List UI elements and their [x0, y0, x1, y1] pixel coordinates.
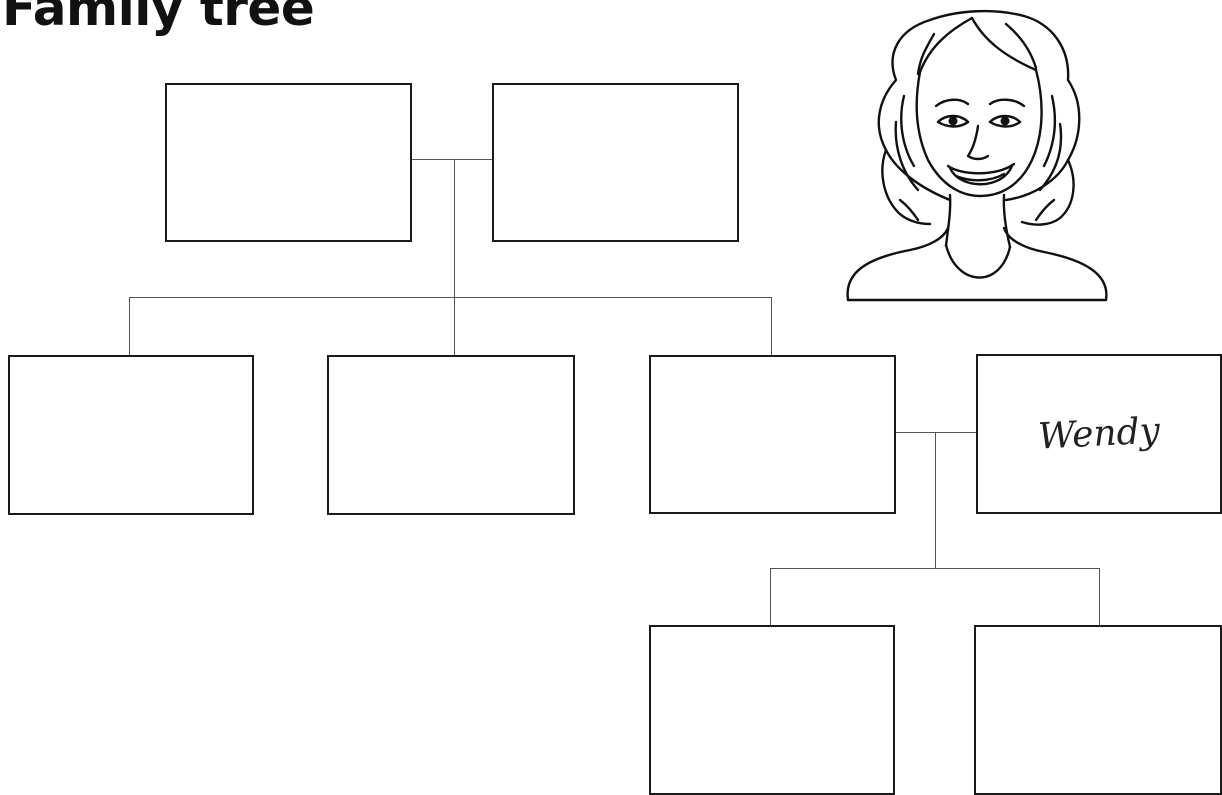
- grandparent-2-name: [494, 156, 737, 169]
- connector-child-2: [454, 297, 455, 355]
- grandchild-2-name: [976, 704, 1220, 717]
- connector-grandchild-2: [1099, 568, 1100, 626]
- connector-grandparents: [410, 159, 494, 160]
- connector-grandparents-down: [454, 159, 455, 297]
- grandchild-box-1[interactable]: [649, 625, 895, 795]
- woman-portrait-icon: [838, 0, 1113, 303]
- connector-couple: [895, 432, 978, 433]
- child-box-1[interactable]: [8, 355, 254, 515]
- spouse-box[interactable]: Wendy: [976, 354, 1222, 514]
- child-box-3[interactable]: [649, 355, 896, 514]
- page-title: Family tree: [2, 0, 314, 38]
- connector-child-3: [771, 297, 772, 355]
- grandparent-box-1[interactable]: [165, 83, 412, 242]
- child-2-name: [329, 429, 573, 442]
- grandchild-box-2[interactable]: [974, 625, 1222, 795]
- connector-children-bar: [129, 297, 772, 298]
- grandchild-1-name: [651, 704, 893, 717]
- connector-couple-down: [935, 432, 936, 568]
- grandparent-1-name: [167, 156, 410, 169]
- connector-grandchildren-bar: [770, 568, 1100, 569]
- child-1-name: [10, 429, 252, 442]
- grandparent-box-2[interactable]: [492, 83, 739, 242]
- connector-child-1: [129, 297, 130, 355]
- child-3-name: [651, 428, 894, 441]
- child-box-2[interactable]: [327, 355, 575, 515]
- spouse-name: Wendy: [977, 407, 1221, 461]
- connector-grandchild-1: [770, 568, 771, 626]
